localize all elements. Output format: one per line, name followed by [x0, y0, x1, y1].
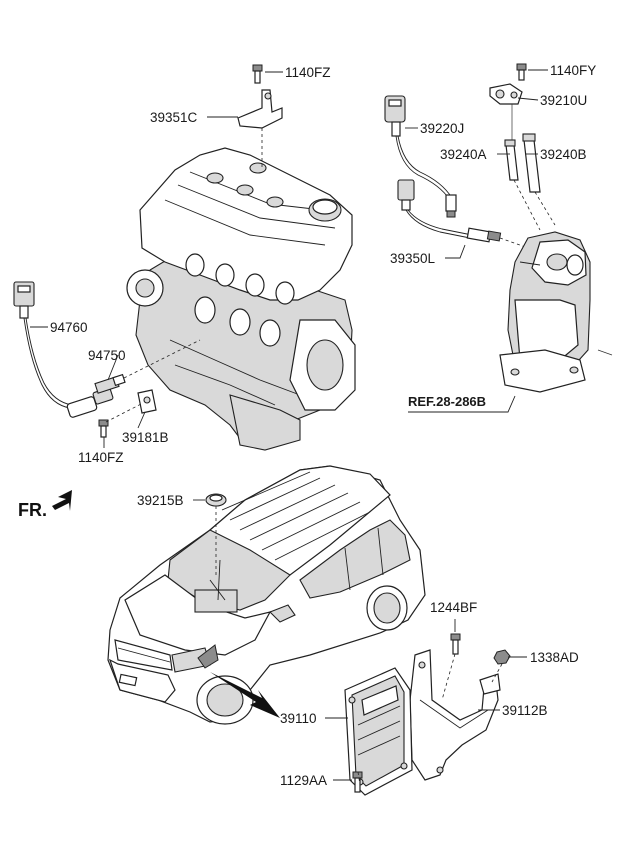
label-front: FR.	[18, 500, 47, 520]
engine-assembly	[126, 147, 356, 451]
label-39240a: 39240A	[440, 147, 487, 162]
label-39181b: 39181B	[122, 430, 169, 445]
arrow-left-down-icon	[52, 490, 72, 511]
leader-lines	[30, 69, 548, 781]
front-direction-indicator	[52, 490, 72, 511]
label-39240b: 39240B	[540, 147, 587, 162]
catalytic-converter	[499, 231, 613, 393]
knock-sensor-assembly	[13, 281, 201, 438]
label-94760: 94760	[50, 320, 88, 335]
label-94750: 94750	[88, 348, 126, 363]
bolt-1140fz-top	[252, 64, 263, 84]
hoses-39240	[504, 104, 556, 231]
label-1129aa: 1129AA	[280, 773, 327, 788]
o2-sensor-upstream	[384, 95, 457, 218]
bracket-39210u	[489, 63, 527, 105]
part-labels: 1140FZ 39351C 1140FY 39210U 39220J 39240…	[18, 63, 596, 788]
label-39210u: 39210U	[540, 93, 587, 108]
label-1338ad: 1338AD	[530, 650, 579, 665]
label-1140fy: 1140FY	[550, 63, 596, 78]
label-39220j: 39220J	[420, 121, 464, 136]
label-39350l: 39350L	[390, 251, 436, 266]
label-39110: 39110	[280, 711, 317, 726]
label-39351c: 39351C	[150, 110, 198, 125]
o2-sensor-downstream	[397, 179, 549, 256]
label-ref-28-286b: REF.28-286B	[408, 394, 486, 409]
label-1140fz-top: 1140FZ	[285, 65, 331, 80]
bracket-39351c	[237, 89, 283, 170]
vehicle-illustration	[107, 465, 426, 725]
label-39215b: 39215B	[137, 493, 184, 508]
label-1244bf: 1244BF	[430, 600, 477, 615]
label-39112b: 39112B	[502, 703, 548, 718]
label-1140fz-bottom: 1140FZ	[78, 450, 124, 465]
ecu-assembly	[344, 633, 511, 796]
